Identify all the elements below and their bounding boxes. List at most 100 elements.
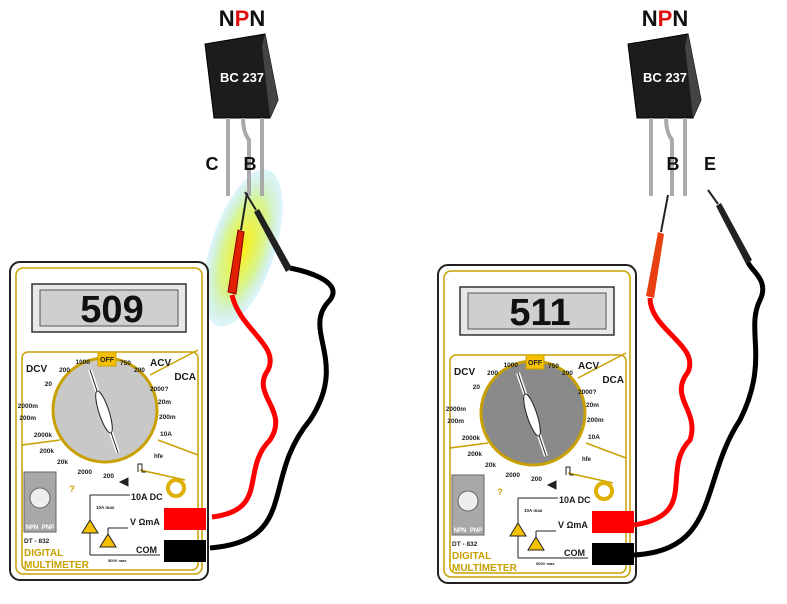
off-label: OFF [528, 360, 543, 367]
ohm-range: 20k [485, 462, 496, 469]
model-label: DT - 832 [24, 538, 50, 545]
black-probe-1[interactable] [209, 191, 336, 551]
dcv-range: 1000 [504, 362, 519, 369]
dcv-range: 20 [473, 384, 481, 391]
ohm-range: 2000k [462, 435, 480, 442]
red-probe-1[interactable] [211, 192, 279, 520]
acv-range: 200 [562, 370, 573, 377]
acv-range: 750 [120, 360, 131, 367]
pin-label-right: E [704, 154, 716, 174]
dca-range: 20m [158, 399, 171, 406]
dca-label: DCA [174, 372, 196, 383]
hfe-label: hfe [154, 454, 164, 460]
jack-vma-label: V ΩmA [130, 517, 160, 527]
brand-line-1: DIGITAL [24, 548, 63, 559]
ohm-range: 20k [57, 459, 68, 466]
ohm-range: 200k [468, 451, 483, 458]
npn-socket-label: NPN [454, 528, 467, 534]
multimeter-1: 509 OFF DCV ACV DCA hfe 1000 200 20 2000m 200… [9, 261, 209, 581]
npn-label: NPN [219, 6, 265, 31]
warning-icon [509, 522, 527, 537]
dca-range: 200m [159, 414, 176, 421]
transistor-legs [649, 117, 687, 196]
red-probe-2[interactable] [633, 194, 695, 528]
ohm-range: 200k [40, 448, 55, 455]
dca-range: 20m [586, 402, 599, 409]
multimeter-2: 511 OFF DCV ACV DCA hfe 1000 200 20 2000m 200… [437, 264, 637, 584]
dcv-label: DCV [26, 364, 47, 375]
jack-vma-red-plug[interactable] [164, 508, 206, 530]
ohm-range: 200 [103, 473, 114, 480]
part-number: BC 237 [220, 70, 264, 85]
brand-line-2: MULTİMETER [452, 561, 518, 574]
jack-10a[interactable] [166, 478, 186, 498]
brand-line-1: DIGITAL [452, 551, 491, 562]
jack-10a-max-label: 10A max [96, 505, 115, 510]
transistor-legs [226, 117, 264, 196]
continuity-icon [137, 463, 146, 473]
diode-icon [118, 477, 129, 487]
dcv-range: 1000 [76, 359, 91, 366]
acv-label: ACV [578, 361, 599, 372]
lcd [39, 289, 179, 327]
dcv-range: 200m [447, 418, 464, 425]
jack-vma-red-plug[interactable] [592, 511, 634, 533]
ohm-range: 200 [531, 476, 542, 483]
dca-range: 10A [160, 431, 172, 438]
npn-label: NPN [642, 6, 688, 31]
jack-com-black-plug[interactable] [592, 543, 634, 565]
jack-vma-label: V ΩmA [558, 520, 588, 530]
lcd-reading: 511 [509, 292, 570, 334]
hfe-label: hfe [582, 457, 592, 463]
dca-range: 10A [588, 434, 600, 441]
brand-line-2: MULTİMETER [24, 558, 90, 571]
jack-com-label: COM [136, 545, 157, 555]
jack-10a-label: 10A DC [559, 495, 591, 505]
npn-socket-label: NPN [26, 525, 39, 531]
lcd [467, 292, 607, 330]
acv-range: 200 [134, 367, 145, 374]
dcv-range: 200 [487, 370, 498, 377]
acv-range: 750 [548, 363, 559, 370]
warning-icon [99, 533, 117, 548]
off-position[interactable] [525, 354, 545, 370]
jack-10a-label: 10A DC [131, 492, 163, 502]
jack-com-label: COM [564, 548, 585, 558]
jack-10a-max-label: 10A max [524, 508, 543, 513]
dca-label: DCA [602, 375, 624, 386]
pin-label-left: B [667, 154, 680, 174]
warning-icon [81, 519, 99, 534]
dcv-range: 2000m [446, 406, 466, 413]
ohm-symbol: ? [497, 487, 503, 497]
ohm-range: 2000 [78, 469, 93, 476]
pin-label-left: C [206, 154, 219, 174]
acv-label: ACV [150, 358, 171, 369]
jack-com-black-plug[interactable] [164, 540, 206, 562]
transistor-2: NPN BC 237 B E [627, 6, 716, 196]
off-label: OFF [100, 357, 115, 364]
off-position[interactable] [97, 351, 117, 367]
continuity-icon [565, 466, 574, 476]
dcv-range: 200m [19, 415, 36, 422]
warning-icon [527, 536, 545, 551]
pin-label-right: B [244, 154, 257, 174]
dcv-range: 2000m [18, 403, 38, 410]
probe-highlight [203, 169, 283, 327]
com-max-label: 500V max [536, 561, 555, 566]
dcv-range: 200 [59, 367, 70, 374]
jack-10a[interactable] [594, 481, 614, 501]
diode-icon [546, 480, 557, 490]
ohm-range: 2000 [506, 472, 521, 479]
black-probe-2[interactable] [633, 189, 766, 558]
dca-range: 200m [587, 417, 604, 424]
dcv-range: 20 [45, 381, 53, 388]
dca-range: 2000? [150, 386, 168, 393]
dca-range: 2000? [578, 389, 596, 396]
ohm-range: 2000k [34, 432, 52, 439]
ohm-symbol: ? [69, 484, 75, 494]
part-number: BC 237 [643, 70, 687, 85]
dcv-label: DCV [454, 367, 475, 378]
transistor-1: NPN BC 237 C B [204, 6, 279, 196]
lcd-reading: 509 [80, 289, 143, 331]
